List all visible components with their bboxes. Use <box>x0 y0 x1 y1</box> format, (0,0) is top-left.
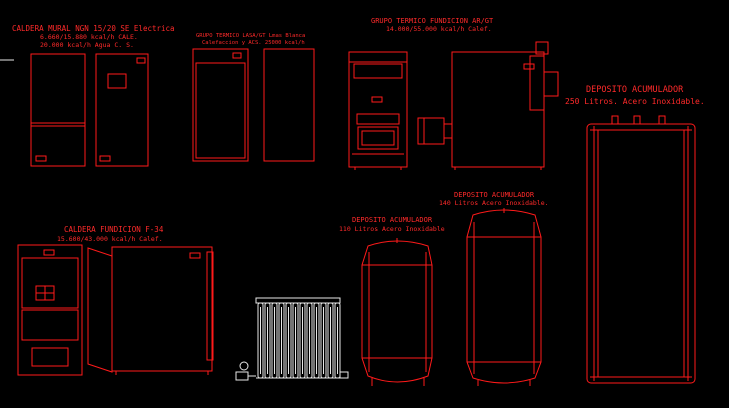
caldera-f34-front-view <box>17 244 83 376</box>
radiator-elements <box>255 297 341 379</box>
deposito-110-capacity: 110 Litros Acero Inoxidable <box>339 225 445 233</box>
grupo-fundicion-side-view <box>451 41 559 170</box>
radiator-valve-icon-right <box>339 371 349 379</box>
caldera-f34-door <box>87 247 113 373</box>
deposito-140-title: DEPOSITO ACUMULADOR <box>454 191 535 199</box>
grupo-lasa-subtitle: Calefaccion y ACS. 25000 kcal/h <box>202 40 305 46</box>
grupo-lasa-side-view <box>263 48 315 162</box>
quemador <box>417 117 452 145</box>
deposito-110-title: DEPOSITO ACUMULADOR <box>352 216 433 224</box>
deposito-110-view <box>361 238 433 386</box>
caldera-mural-power: 6.660/15.880 kcal/h CALE. <box>40 33 138 41</box>
deposito-140-view <box>466 208 542 386</box>
radiator-valve-icon <box>235 361 256 381</box>
grupo-lasa-front-view <box>192 48 249 162</box>
caldera-f34-title: CALDERA FUNDICION F-34 <box>64 225 164 234</box>
caldera-f34-side-view <box>111 246 214 375</box>
caldera-mural-title: CALDERA MURAL NGN 15/20 SE Electrica <box>12 24 175 33</box>
deposito-250-title: DEPOSITO ACUMULADOR <box>586 85 684 95</box>
grupo-lasa-title: GRUPO TERMICO LASA/GT Lmas Blanca <box>196 33 305 39</box>
deposito-140-capacity: 140 Litros Acero Inoxidable. <box>439 199 549 207</box>
grupo-fundicion-front-view <box>348 51 408 170</box>
grupo-fundicion-title: GRUPO TERMICO FUNDICION AR/GT <box>371 17 494 25</box>
deposito-250-view <box>586 115 696 384</box>
grupo-fundicion-power: 14.000/55.000 kcal/h Calef. <box>386 25 492 33</box>
caldera-mural-front-view <box>30 53 86 167</box>
caldera-mural-acs: 20.000 kcal/h Agua C. S. <box>40 41 134 49</box>
deposito-250-capacity: 250 Litros. Acero Inoxidable. <box>565 97 705 106</box>
caldera-f34-power: 15.600/43.000 kcal/h Calef. <box>57 235 163 243</box>
caldera-mural-side-view <box>95 53 149 167</box>
